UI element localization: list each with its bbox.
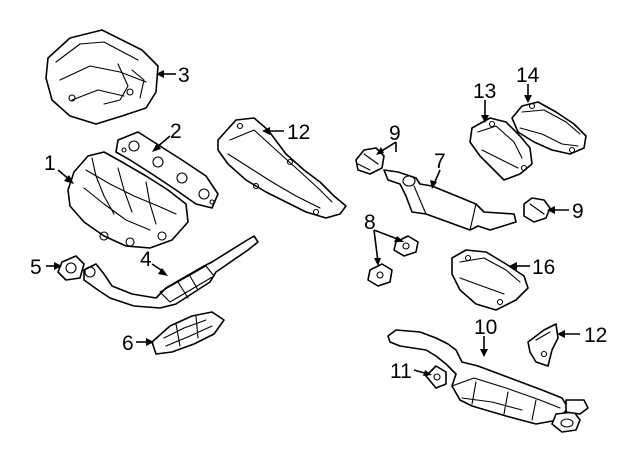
callout-12: 12: [584, 324, 607, 347]
callout-4: 4: [140, 248, 152, 271]
callout-8: 8: [364, 211, 376, 234]
part-intermediate-pipe-resonator[interactable]: [383, 169, 517, 231]
part-engine-cover[interactable]: [45, 29, 159, 125]
part-small-clamp[interactable]: [425, 365, 447, 389]
callout-15: 14: [516, 64, 540, 87]
callout-13: 12: [287, 121, 310, 144]
callout-11: 11: [390, 360, 412, 383]
callout-5: 5: [30, 256, 42, 279]
part-flange-gasket[interactable]: [57, 255, 85, 281]
callout-16: 16: [532, 256, 555, 279]
part-heat-shield-15[interactable]: [511, 101, 587, 155]
part-catalytic-converter-pipe[interactable]: [83, 235, 259, 309]
callout-6: 6: [122, 332, 134, 355]
part-bracket[interactable]: [527, 323, 559, 367]
callout-14: 13: [473, 80, 496, 103]
callout-7: 7: [434, 150, 446, 173]
callout-2: 2: [170, 120, 182, 143]
part-clamp-right[interactable]: [523, 197, 551, 223]
part-rear-muffler[interactable]: [387, 329, 589, 433]
callout-3: 3: [178, 64, 190, 87]
callout-9-upper: 9: [389, 122, 401, 145]
callout-labels: 3 2 1 4 5 6 12 9 7 8 9 13 14 16 10 11 12: [30, 64, 607, 383]
callout-1: 1: [44, 152, 56, 175]
part-rear-heat-shield[interactable]: [451, 249, 529, 311]
callout-10: 10: [474, 316, 497, 339]
callout-9-right: 9: [572, 200, 584, 223]
part-heat-shield-14[interactable]: [469, 117, 533, 181]
part-hanger-lower[interactable]: [367, 263, 393, 287]
part-manifold-gasket[interactable]: [115, 131, 219, 209]
part-exhaust-manifold[interactable]: [67, 151, 189, 249]
part-center-heat-shield[interactable]: [217, 117, 347, 219]
part-converter-heat-shield[interactable]: [151, 311, 225, 355]
leader-lines: [46, 70, 580, 376]
